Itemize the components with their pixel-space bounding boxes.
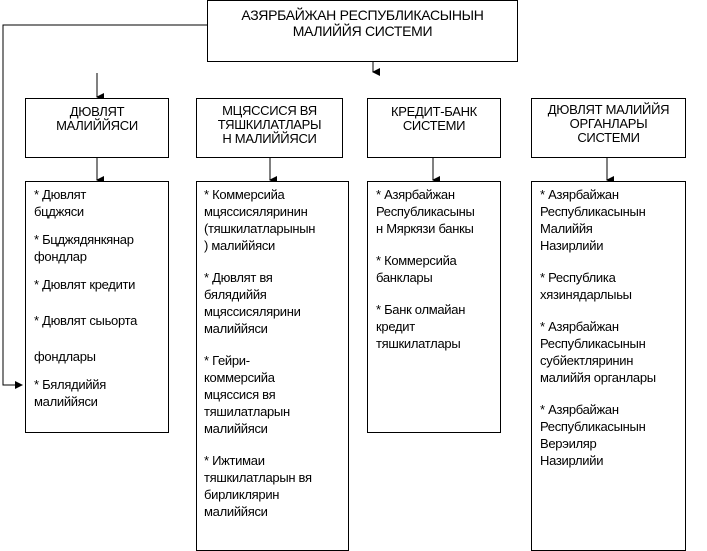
list-item: * Гейри- коммерсийа мцяссися вя тяшилатл… [204, 353, 290, 436]
header-credit-bank-system: КРЕДИТ-БАНК СИСТЕМИ [367, 98, 501, 158]
list-item: фондлары [34, 349, 96, 364]
left-loop-line [2, 24, 207, 389]
list-item: * Банк олмайан кредит тяшкилатлары [376, 302, 466, 351]
header-line: ОРГАНЛАРЫ [569, 116, 648, 131]
list-item: * Азярбайжан Республикасынын Верэиляр На… [540, 402, 646, 468]
top-box: АЗЯРБАЙЖАН РЕСПУБЛИКАСЫНЫН МАЛИЙЙЯ СИСТЕ… [207, 0, 518, 62]
list-item: * Республика хязинядарлыьы [540, 270, 632, 302]
column-state-finance: * Дювлят бцджяси * Бцджядянкянар фондлар… [25, 181, 169, 433]
top-title-line2: МАЛИЙЙЯ СИСТЕМИ [292, 23, 433, 39]
header-line: ДЮВЛЯТ [69, 104, 125, 119]
column-credit-bank-system: * Азярбайжан Республикасыны н Мяркязи ба… [367, 181, 501, 433]
header-line: ТЯШКИЛАТЛАРЫ [217, 117, 322, 132]
header-line: КРЕДИТ-БАНК [391, 104, 477, 119]
list-item: * Дювлят сыьорта [34, 313, 138, 328]
column-state-finance-bodies: * Азярбайжан Республикасынын Малиййя Наз… [531, 181, 686, 551]
list-item: * Бцджядянкянар фондлар [34, 232, 134, 264]
header-state-finance: ДЮВЛЯТ МАЛИЙЙЯСИ [25, 98, 169, 158]
list-item: * Азярбайжан Республикасынын Малиййя Наз… [540, 187, 646, 253]
header-line: ДЮВЛЯТ МАЛИЙЙЯ [547, 102, 670, 117]
list-item: * Азярбайжан Республикасынын субйектляри… [540, 319, 656, 385]
header-state-finance-bodies: ДЮВЛЯТ МАЛИЙЙЯ ОРГАНЛАРЫ СИСТЕМИ [531, 98, 686, 158]
header-line: МЦЯССИСЯ ВЯ [222, 103, 317, 118]
list-item: * Коммерсийа мцяссисяляринин (тяшкилатла… [204, 187, 316, 253]
header-line: Н МАЛИЙЙЯСИ [222, 131, 317, 146]
list-item: * Азярбайжан Республикасыны н Мяркязи ба… [376, 187, 475, 236]
list-item: * Дювлят кредити [34, 277, 136, 292]
list-item: * Коммерсийа банклары [376, 253, 457, 285]
header-enterprise-finance: МЦЯССИСЯ ВЯ ТЯШКИЛАТЛАРЫ Н МАЛИЙЙЯСИ [196, 98, 343, 158]
list-item: * Дювлят вя бялядиййя мцяссисялярини мал… [204, 270, 301, 336]
header-line: СИСТЕМИ [577, 130, 640, 145]
column-enterprise-finance: * Коммерсийа мцяссисяляринин (тяшкилатла… [196, 181, 349, 551]
list-item: * Дювлят бцджяси [34, 187, 87, 219]
header-line: МАЛИЙЙЯСИ [56, 118, 138, 133]
list-item: * Ижтимаи тяшкилатларын вя бирликлярин м… [204, 453, 312, 519]
header-line: СИСТЕМИ [402, 118, 466, 133]
list-item: * Бялядиййя малиййяси [34, 377, 106, 409]
top-title-line1: АЗЯРБАЙЖАН РЕСПУБЛИКАСЫНЫН [241, 7, 484, 23]
